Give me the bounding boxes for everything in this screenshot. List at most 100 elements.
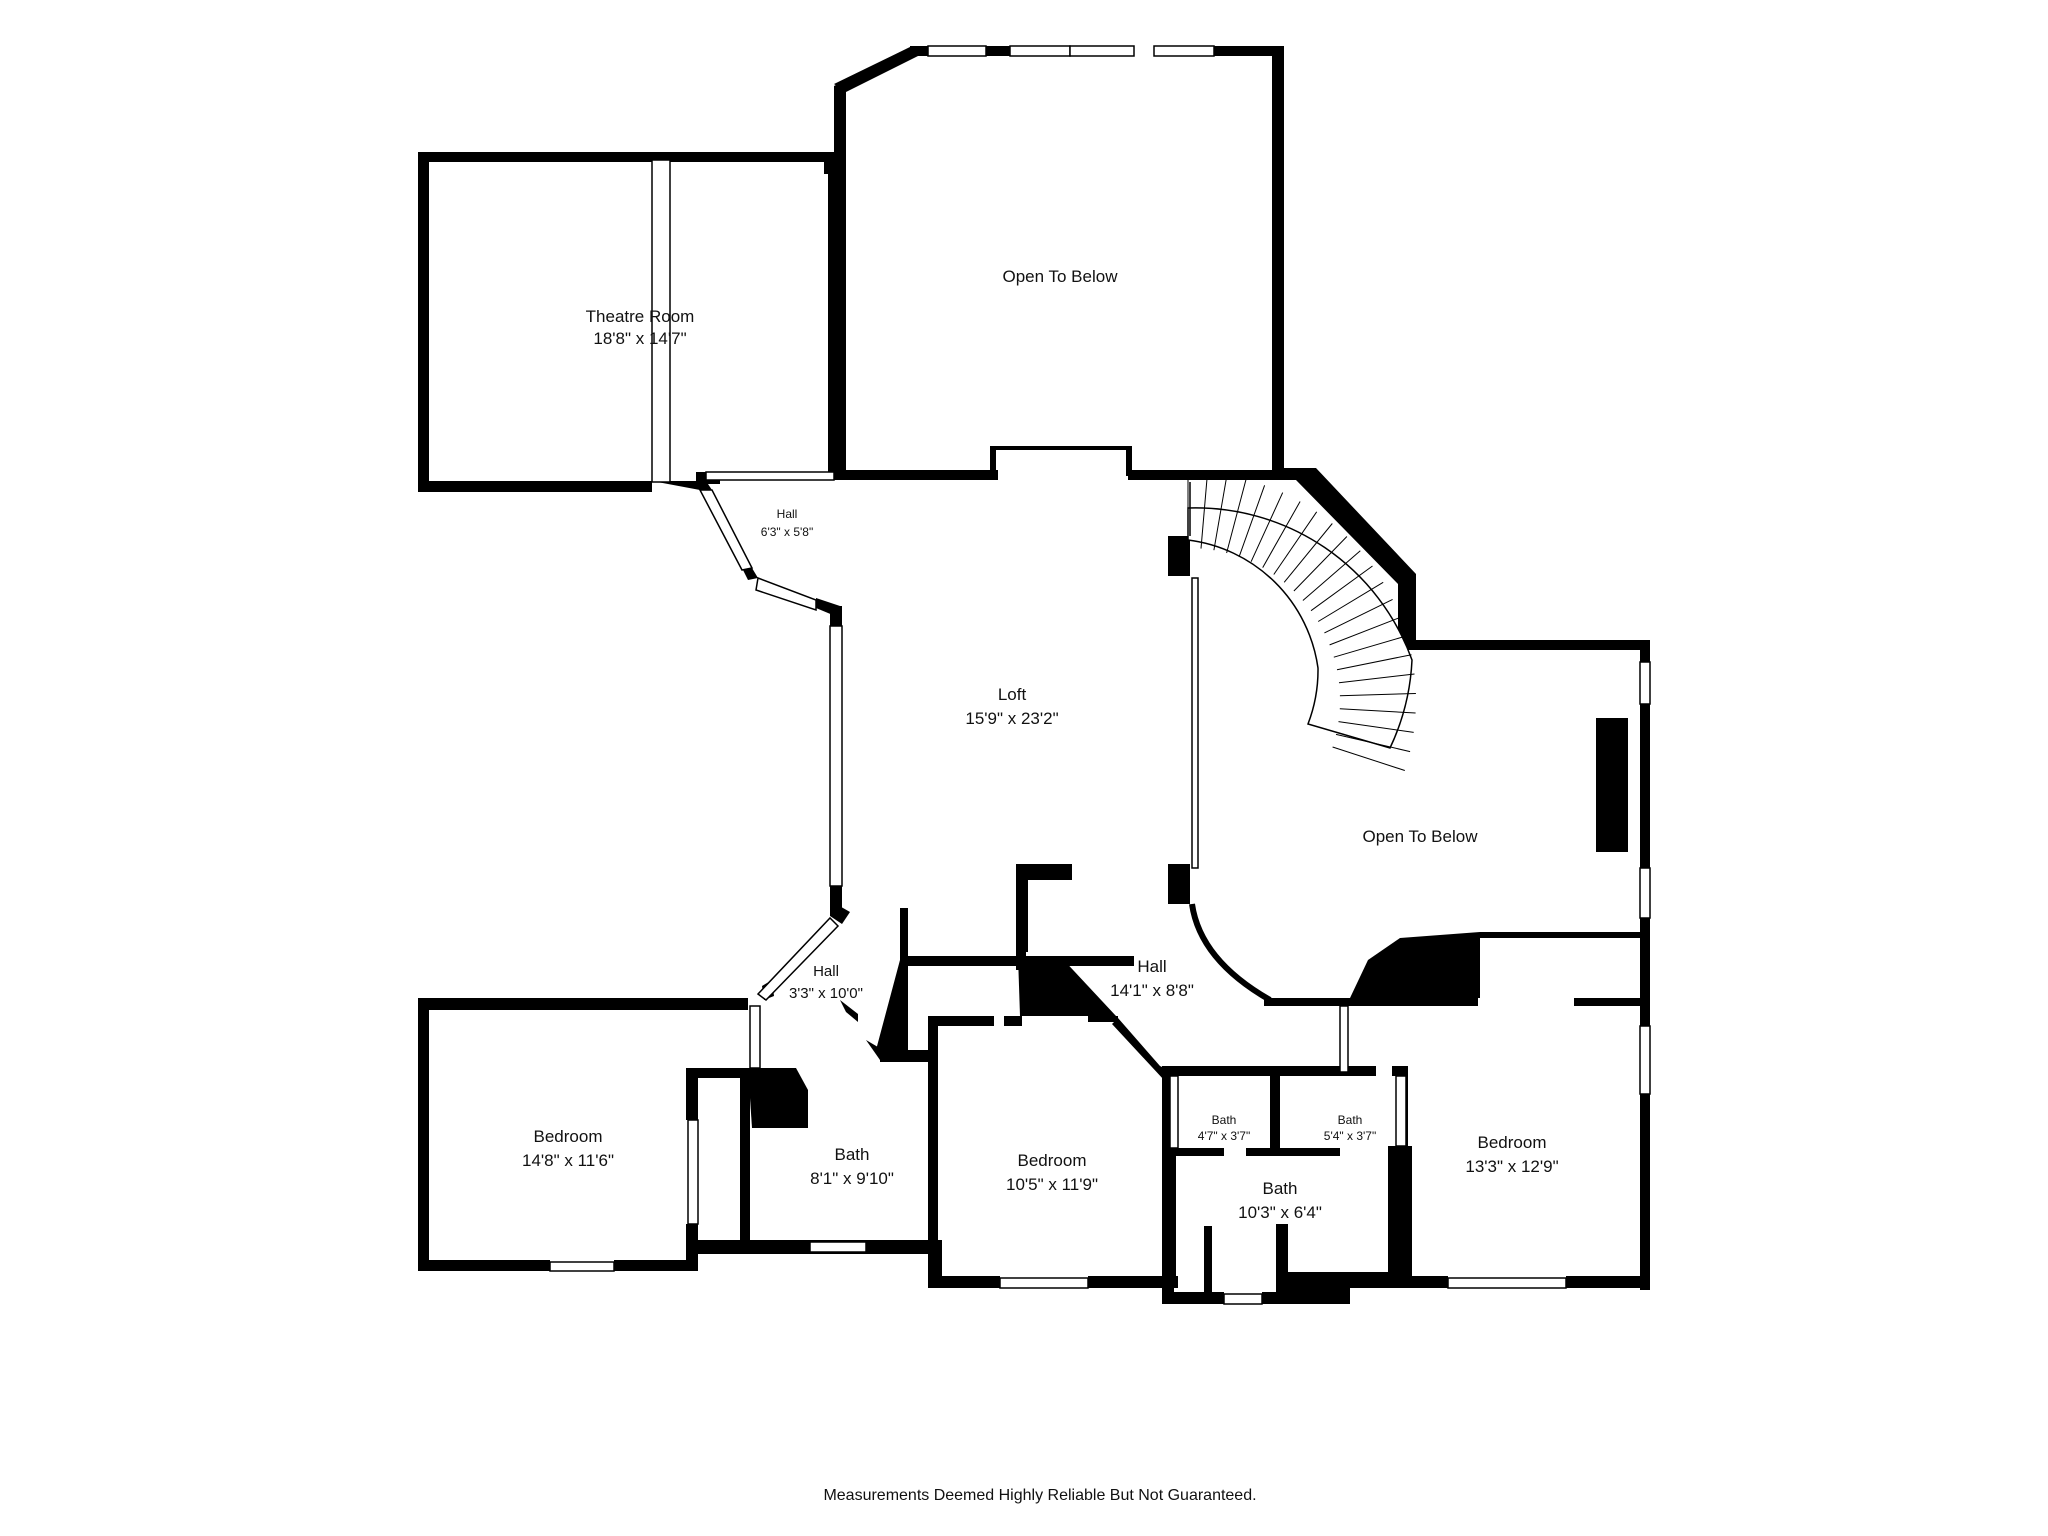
stair-tread [1339,708,1416,714]
stair-tread [1213,475,1228,551]
wall [418,152,429,492]
room-name-hall-center: Hall [1137,957,1166,976]
room-name-bath-small1: Bath [1212,1113,1237,1127]
wall [910,46,928,56]
window [999,1277,1089,1289]
wall [1016,864,1070,878]
window [651,159,671,483]
wall [876,960,908,1060]
window [755,576,817,612]
wall [1212,46,1284,56]
wall [1018,956,1116,1016]
window [1639,1025,1651,1095]
stair-tread [1338,673,1415,684]
stair-tread [1302,550,1361,601]
room-dims-bath-mid: 10'3" x 6'4" [1238,1203,1322,1222]
room-name-bath-mid: Bath [1263,1179,1298,1198]
wall [740,1068,750,1244]
stair-tread [1238,485,1266,557]
room-dims-bath-left: 8'1" x 9'10" [810,1169,894,1188]
stair-tread [1310,565,1373,612]
wall [614,1260,698,1271]
stair-tread [1262,501,1301,568]
room-dims-bedroom-right: 13'3" x 12'9" [1465,1157,1558,1176]
window [1339,1005,1349,1073]
room-name-bath-small2: Bath [1338,1113,1363,1127]
stair-tread [1283,523,1333,583]
stair-tread [1293,536,1348,592]
room-dims-theatre: 18'8" x 14'7" [593,329,686,348]
room-dims-hall-center: 14'1" x 8'8" [1110,981,1194,1000]
window [756,916,840,1001]
staircase [1187,472,1416,771]
wall [418,481,652,492]
room-name-hall-left: Hall [813,963,839,980]
window [698,489,754,571]
stair-tread [1324,598,1393,634]
room-name-bedroom-right: Bedroom [1478,1133,1547,1152]
wall [834,46,922,92]
room-name-theatre: Theatre Room [586,307,695,326]
room-name-bedroom-left: Bedroom [534,1127,603,1146]
wall [418,152,840,162]
wall [928,1276,1000,1288]
window [1447,1277,1567,1289]
wall [1640,918,1650,944]
stair-tread [1329,616,1401,646]
stair-tread [1317,581,1384,622]
room-dims-hall-top: 6'3" x 5'8" [761,525,813,539]
window [749,1005,761,1069]
stair-tread [1273,511,1318,575]
room-name-bedroom-mid: Bedroom [1018,1151,1087,1170]
wall [686,1068,750,1078]
windows [549,45,1651,1305]
wall [1480,932,1650,938]
window [1395,1075,1407,1147]
stair-tread [1339,693,1416,697]
wall [834,80,846,472]
room-dims-loft: 15'9" x 23'2" [965,709,1058,728]
room-name-loft: Loft [998,685,1027,704]
wall [938,1016,968,1026]
wall [418,1260,550,1271]
room-dims-bedroom-mid: 10'5" x 11'9" [1006,1175,1098,1194]
wall [880,1050,932,1062]
window [1639,867,1651,919]
wall [1112,1018,1168,1080]
window [705,471,835,481]
wall [1018,956,1134,966]
wall [1162,1292,1224,1304]
wall [1128,470,1284,480]
wall [1168,864,1190,904]
stair-tread [1250,492,1284,562]
room-dims-bath-small1: 4'7" x 3'7" [1198,1129,1250,1143]
window [1069,45,1135,57]
stair-treads [1187,472,1416,771]
wall [830,606,842,626]
wall [742,568,758,580]
wall [990,448,996,476]
wall [1406,1146,1412,1288]
wall [1388,1146,1408,1286]
room-dims-bedroom-left: 14'8" x 11'6" [522,1151,614,1170]
wall [840,1000,858,1022]
window [809,1241,867,1253]
wall [1596,718,1628,852]
window [829,625,843,887]
wall [1168,536,1190,576]
room-labels: Theatre Room 18'8" x 14'7" Open To Below… [522,267,1559,1222]
window [1191,577,1199,869]
stair-tread [1338,721,1414,733]
wall [1574,998,1650,1006]
wall [686,1070,698,1120]
window [927,45,987,57]
wall [1342,998,1478,1006]
stair-outline [1187,507,1413,749]
wall [900,956,1022,966]
stair-tread [1333,635,1407,658]
wall [1272,468,1416,648]
wall [1270,1066,1280,1156]
walls [418,46,1650,1304]
stair-tread [1335,733,1411,753]
wall [418,998,748,1010]
